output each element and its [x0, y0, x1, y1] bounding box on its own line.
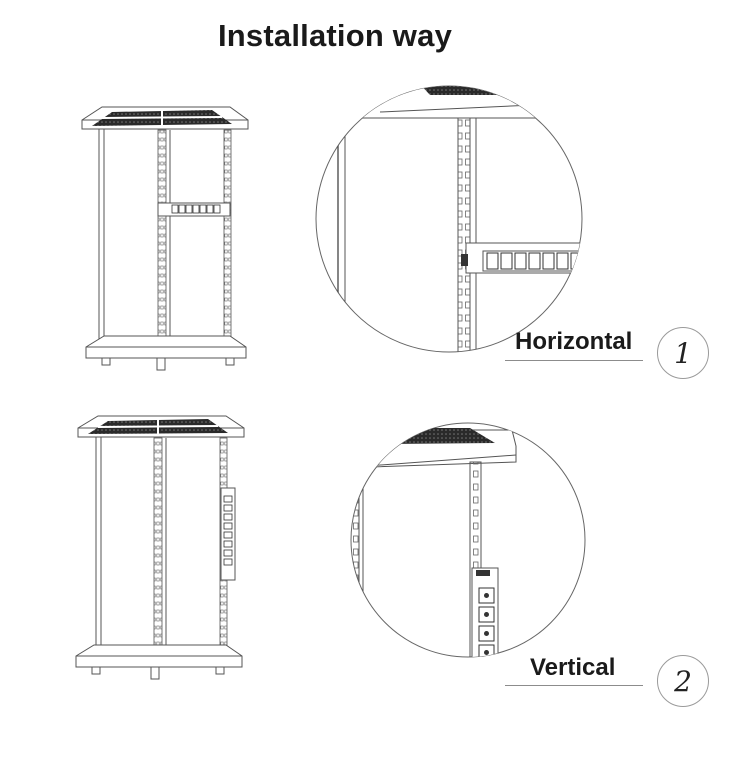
pdu-vertical-zoom [471, 567, 499, 657]
cabinet-vertical [75, 415, 245, 680]
zoom-detail-horizontal [315, 85, 583, 353]
label-underline [505, 360, 643, 361]
label-underline [505, 685, 643, 686]
option-number-badge-2: 2 [657, 655, 709, 707]
option-label-vertical: Vertical [530, 654, 616, 681]
cabinet-horizontal [81, 106, 249, 371]
option-label-horizontal: Horizontal [515, 328, 633, 355]
page-title: Installation way [217, 18, 453, 53]
zoom-detail-vertical [350, 422, 586, 658]
option-number-badge-1: 1 [657, 327, 709, 379]
